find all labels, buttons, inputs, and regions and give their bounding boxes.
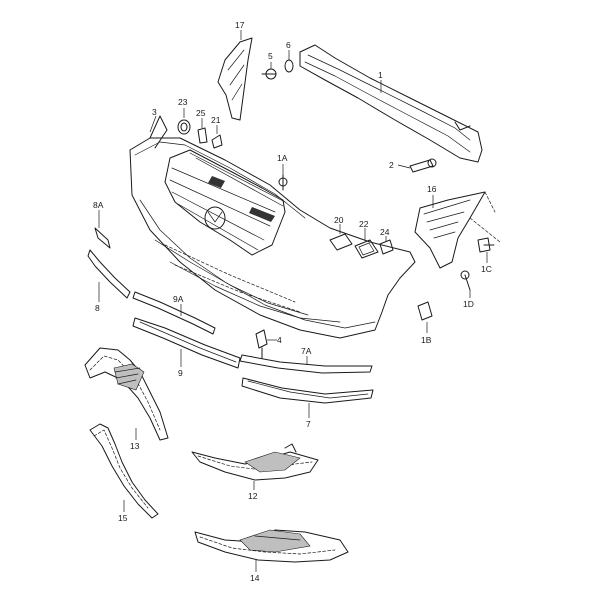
- callout-8a: 8A: [93, 200, 104, 210]
- callout-7a: 7A: [301, 346, 312, 356]
- callout-9a: 9A: [173, 294, 184, 304]
- callout-22: 22: [359, 219, 369, 229]
- part-1-impact-beam: [299, 44, 483, 163]
- part-1a-screw: [278, 164, 288, 191]
- part-9a-trim-strip: [132, 291, 216, 335]
- part-1c-clip: [477, 237, 495, 263]
- part-6-washer: [284, 50, 294, 73]
- part-7a-trim-strip: [239, 354, 373, 374]
- callout-23: 23: [178, 97, 188, 107]
- part-21-clip: [211, 125, 223, 149]
- callout-25: 25: [196, 108, 206, 118]
- part-14-undertray: [194, 529, 349, 572]
- callout-17: 17: [235, 20, 245, 30]
- part-9-grille-strip: [132, 317, 241, 369]
- callout-13: 13: [130, 441, 140, 451]
- callout-1c: 1C: [481, 264, 492, 274]
- part-2-screw: [397, 158, 437, 173]
- part-16-side-guide: [414, 191, 501, 269]
- part-1b-clip: [417, 301, 433, 333]
- callout-20: 20: [334, 215, 344, 225]
- callout-15: 15: [118, 513, 128, 523]
- part-20-cover: [329, 224, 353, 251]
- callout-9: 9: [178, 368, 183, 378]
- callout-21: 21: [211, 115, 221, 125]
- part-12-undertray: [191, 443, 319, 490]
- callout-1: 1: [378, 70, 383, 80]
- part-22-frame: [354, 228, 379, 259]
- part-1d-screw: [460, 270, 471, 298]
- callout-1a: 1A: [277, 153, 288, 163]
- callout-1d: 1D: [463, 299, 474, 309]
- part-17-bracket: [217, 30, 253, 121]
- callout-14: 14: [250, 573, 260, 583]
- callout-2: 2: [389, 160, 394, 170]
- callout-16: 16: [427, 184, 437, 194]
- callout-6: 6: [286, 40, 291, 50]
- part-13-arch-liner: [84, 347, 169, 441]
- callout-7: 7: [306, 419, 311, 429]
- part-15-arch-strip: [89, 423, 159, 519]
- part-25-clip: [197, 118, 208, 144]
- part-24-clip: [379, 236, 394, 255]
- callout-3: 3: [152, 107, 157, 117]
- callout-1b: 1B: [421, 335, 432, 345]
- callout-8: 8: [95, 303, 100, 313]
- callout-24: 24: [380, 227, 390, 237]
- callout-labels: 1 2 3 4 5 6 7 7A 8 8A 9 9A 12 13 14 15 1…: [93, 20, 492, 583]
- callout-5: 5: [268, 51, 273, 61]
- part-7-lower-trim: [241, 377, 374, 418]
- part-23-cap: [177, 108, 191, 135]
- part-8-strip: [87, 249, 131, 302]
- part-5-screw: [261, 62, 277, 80]
- part-3-bumper-cover: [129, 115, 416, 339]
- part-4-bolt: [255, 329, 277, 359]
- callout-12: 12: [248, 491, 258, 501]
- callout-4: 4: [277, 335, 282, 345]
- part-8a-strip: [94, 210, 111, 249]
